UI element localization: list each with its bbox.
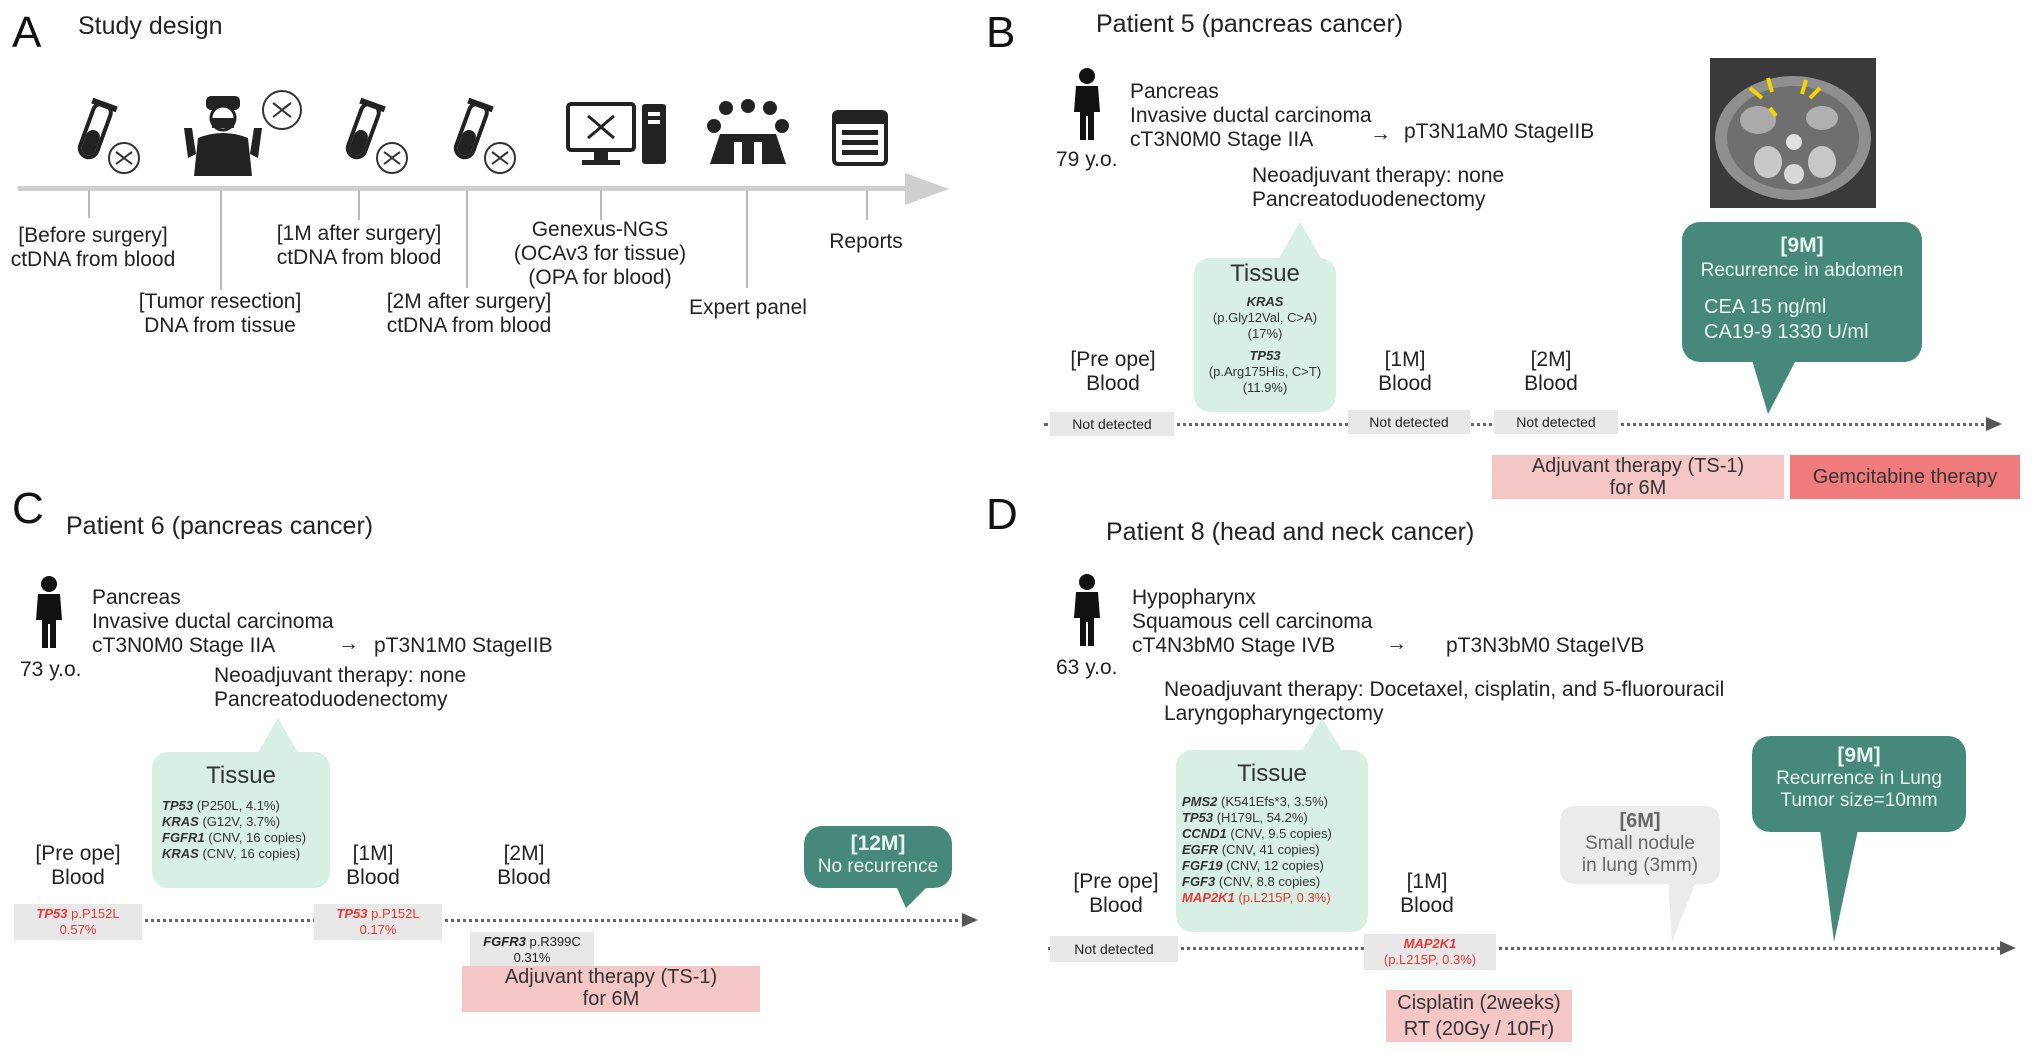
patient-age: 63 y.o. — [1056, 656, 1118, 679]
recurrence-bubble: [9M] Recurrence in abdomen CEA 15 ng/ml … — [1682, 222, 1922, 362]
blood-tube-icon — [345, 97, 408, 174]
tick — [866, 190, 868, 220]
tick — [358, 190, 360, 220]
pathological-stage: pT3N1M0 StageIIB — [374, 634, 553, 657]
recurrence-bubble-pointer — [896, 886, 928, 908]
tissue-bubble-pointer — [256, 718, 300, 756]
recurrence-bubble-pointer — [1752, 360, 1796, 414]
timepoint-pre-ope: [Pre ope]Blood — [1073, 870, 1159, 917]
tissue-bubble: Tissue PMS2 (K541Efs*3, 3.5%) TP53 (H179… — [1176, 750, 1368, 932]
person-icon — [36, 576, 62, 648]
timepoint-2m: [2M]Blood — [497, 842, 551, 889]
tick — [466, 190, 468, 288]
clinical-stage: cT4N3bM0 Stage IVB — [1132, 634, 1336, 657]
timeline-dotted — [1048, 947, 2006, 950]
tick — [88, 190, 90, 218]
panel-a-title: Study design — [78, 12, 223, 40]
gemcitabine-therapy-bar: Gemcitabine therapy — [1790, 455, 2020, 499]
adjuvant-therapy-bar: Adjuvant therapy (TS-1)for 6M — [1492, 455, 1784, 499]
timeline-arrowhead — [1986, 417, 2002, 431]
radiotherapy-bar: RT (20Gy / 10Fr) — [1386, 1016, 1572, 1042]
result-badge: Not detected — [1348, 410, 1470, 434]
recurrence-bubble: [9M] Recurrence in Lung Tumor size=10mm — [1752, 736, 1966, 832]
tissue-bubble: Tissue TP53 (P250L, 4.1%) KRAS (G12V, 3.… — [152, 752, 330, 888]
organ: Pancreas — [1130, 80, 1219, 103]
blood-tube-icon — [453, 97, 516, 174]
histology: Invasive ductal carcinoma — [92, 610, 334, 633]
panel-c-title: Patient 6 (pancreas cancer) — [66, 512, 374, 540]
result-badge: TP53 p.P152L 0.17% — [314, 904, 442, 940]
timepoint-pre-ope: [Pre ope]Blood — [1070, 348, 1156, 395]
person-icon — [1074, 574, 1100, 646]
blood-tube-icon — [77, 97, 140, 174]
tissue-bubble: Tissue KRAS (p.Gly12Val, C>A) (17%) TP53… — [1194, 258, 1336, 412]
cisplatin-therapy-bar: Cisplatin (2weeks) — [1386, 990, 1572, 1016]
patient-age: 73 y.o. — [20, 658, 82, 681]
histology: Invasive ductal carcinoma — [1130, 104, 1372, 127]
recurrence-bubble-pointer — [1820, 830, 1858, 942]
timeline-dotted — [18, 919, 966, 922]
timepoint-1m: [1M]Blood — [1378, 348, 1432, 395]
result-badge: FGFR3 p.R399C 0.31% — [470, 932, 594, 968]
result-badge: Not detected — [1050, 412, 1174, 436]
step-before-surgery: [Before surgery]ctDNA from blood — [10, 224, 176, 271]
tick — [220, 190, 222, 290]
panel-d-title: Patient 8 (head and neck cancer) — [1106, 518, 1475, 546]
organ: Hypopharynx — [1132, 586, 1256, 609]
study-timeline-arrowhead — [905, 173, 949, 205]
computer-dna-icon — [566, 102, 666, 165]
panel-d-label: D — [986, 490, 1018, 539]
pathological-stage: pT3N1aM0 StageIIB — [1404, 120, 1595, 143]
nodule-bubble: [6M] Small nodule in lung (3mm) — [1560, 806, 1720, 884]
histology: Squamous cell carcinoma — [1132, 610, 1373, 633]
recurrence-bubble: [12M] No recurrence — [804, 826, 952, 888]
neoadjuvant-therapy: Neoadjuvant therapy: Docetaxel, cisplati… — [1164, 678, 1725, 701]
neoadjuvant-therapy: Neoadjuvant therapy: none — [214, 664, 467, 687]
result-badge: Not detected — [1050, 936, 1178, 962]
expert-panel-icon — [707, 99, 789, 164]
ct-scan-image — [1710, 58, 1876, 208]
panel-b-label: B — [986, 8, 1016, 57]
step-tumor-resection: [Tumor resection]DNA from tissue — [138, 290, 302, 337]
step-reports: Reports — [829, 230, 903, 253]
surgery: Laryngopharyngectomy — [1164, 702, 1384, 725]
timepoint-1m: [1M]Blood — [1400, 870, 1454, 917]
person-icon — [1074, 68, 1100, 140]
timepoint-2m: [2M]Blood — [1524, 348, 1578, 395]
surgery: Pancreatoduodenectomy — [214, 688, 448, 711]
result-badge: MAP2K1 (p.L215P, 0.3%) — [1364, 934, 1496, 970]
timeline-arrowhead — [962, 913, 978, 927]
organ: Pancreas — [92, 586, 181, 609]
report-icon — [832, 110, 888, 166]
panel-c-label: C — [12, 484, 44, 533]
panel-a-label: A — [12, 8, 42, 57]
tick — [600, 190, 602, 220]
tick — [746, 190, 748, 288]
clinical-stage: cT3N0M0 Stage IIA — [1130, 128, 1314, 151]
step-genexus-ngs: Genexus-NGS(OCAv3 for tissue)(OPA for bl… — [513, 218, 687, 289]
timepoint-1m: [1M]Blood — [346, 842, 400, 889]
result-badge: TP53 p.P152L 0.57% — [14, 904, 142, 940]
timepoint-pre-ope: [Pre ope]Blood — [35, 842, 121, 889]
step-2m-after: [2M after surgery]ctDNA from blood — [386, 290, 552, 337]
step-expert-panel: Expert panel — [689, 296, 807, 319]
step-1m-after: [1M after surgery]ctDNA from blood — [276, 222, 442, 269]
result-badge: Not detected — [1494, 410, 1618, 434]
stage-arrow: → — [1370, 122, 1391, 145]
surgeon-icon — [184, 90, 302, 176]
timeline-arrowhead — [2000, 941, 2016, 955]
neoadjuvant-therapy: Neoadjuvant therapy: none — [1252, 164, 1505, 187]
patient-age: 79 y.o. — [1056, 148, 1118, 171]
clinical-stage: cT3N0M0 Stage IIA — [92, 634, 276, 657]
adjuvant-therapy-bar: Adjuvant therapy (TS-1)for 6M — [462, 966, 760, 1012]
stage-arrow: → — [1386, 632, 1407, 655]
surgery: Pancreatoduodenectomy — [1252, 188, 1486, 211]
nodule-bubble-pointer — [1668, 882, 1696, 942]
study-timeline-line — [18, 186, 918, 191]
stage-arrow: → — [338, 632, 359, 655]
tissue-bubble-pointer — [1300, 718, 1344, 754]
pathological-stage: pT3N3bM0 StageIVB — [1446, 634, 1645, 657]
panel-b-title: Patient 5 (pancreas cancer) — [1096, 10, 1404, 38]
tissue-bubble-pointer — [1278, 222, 1322, 260]
